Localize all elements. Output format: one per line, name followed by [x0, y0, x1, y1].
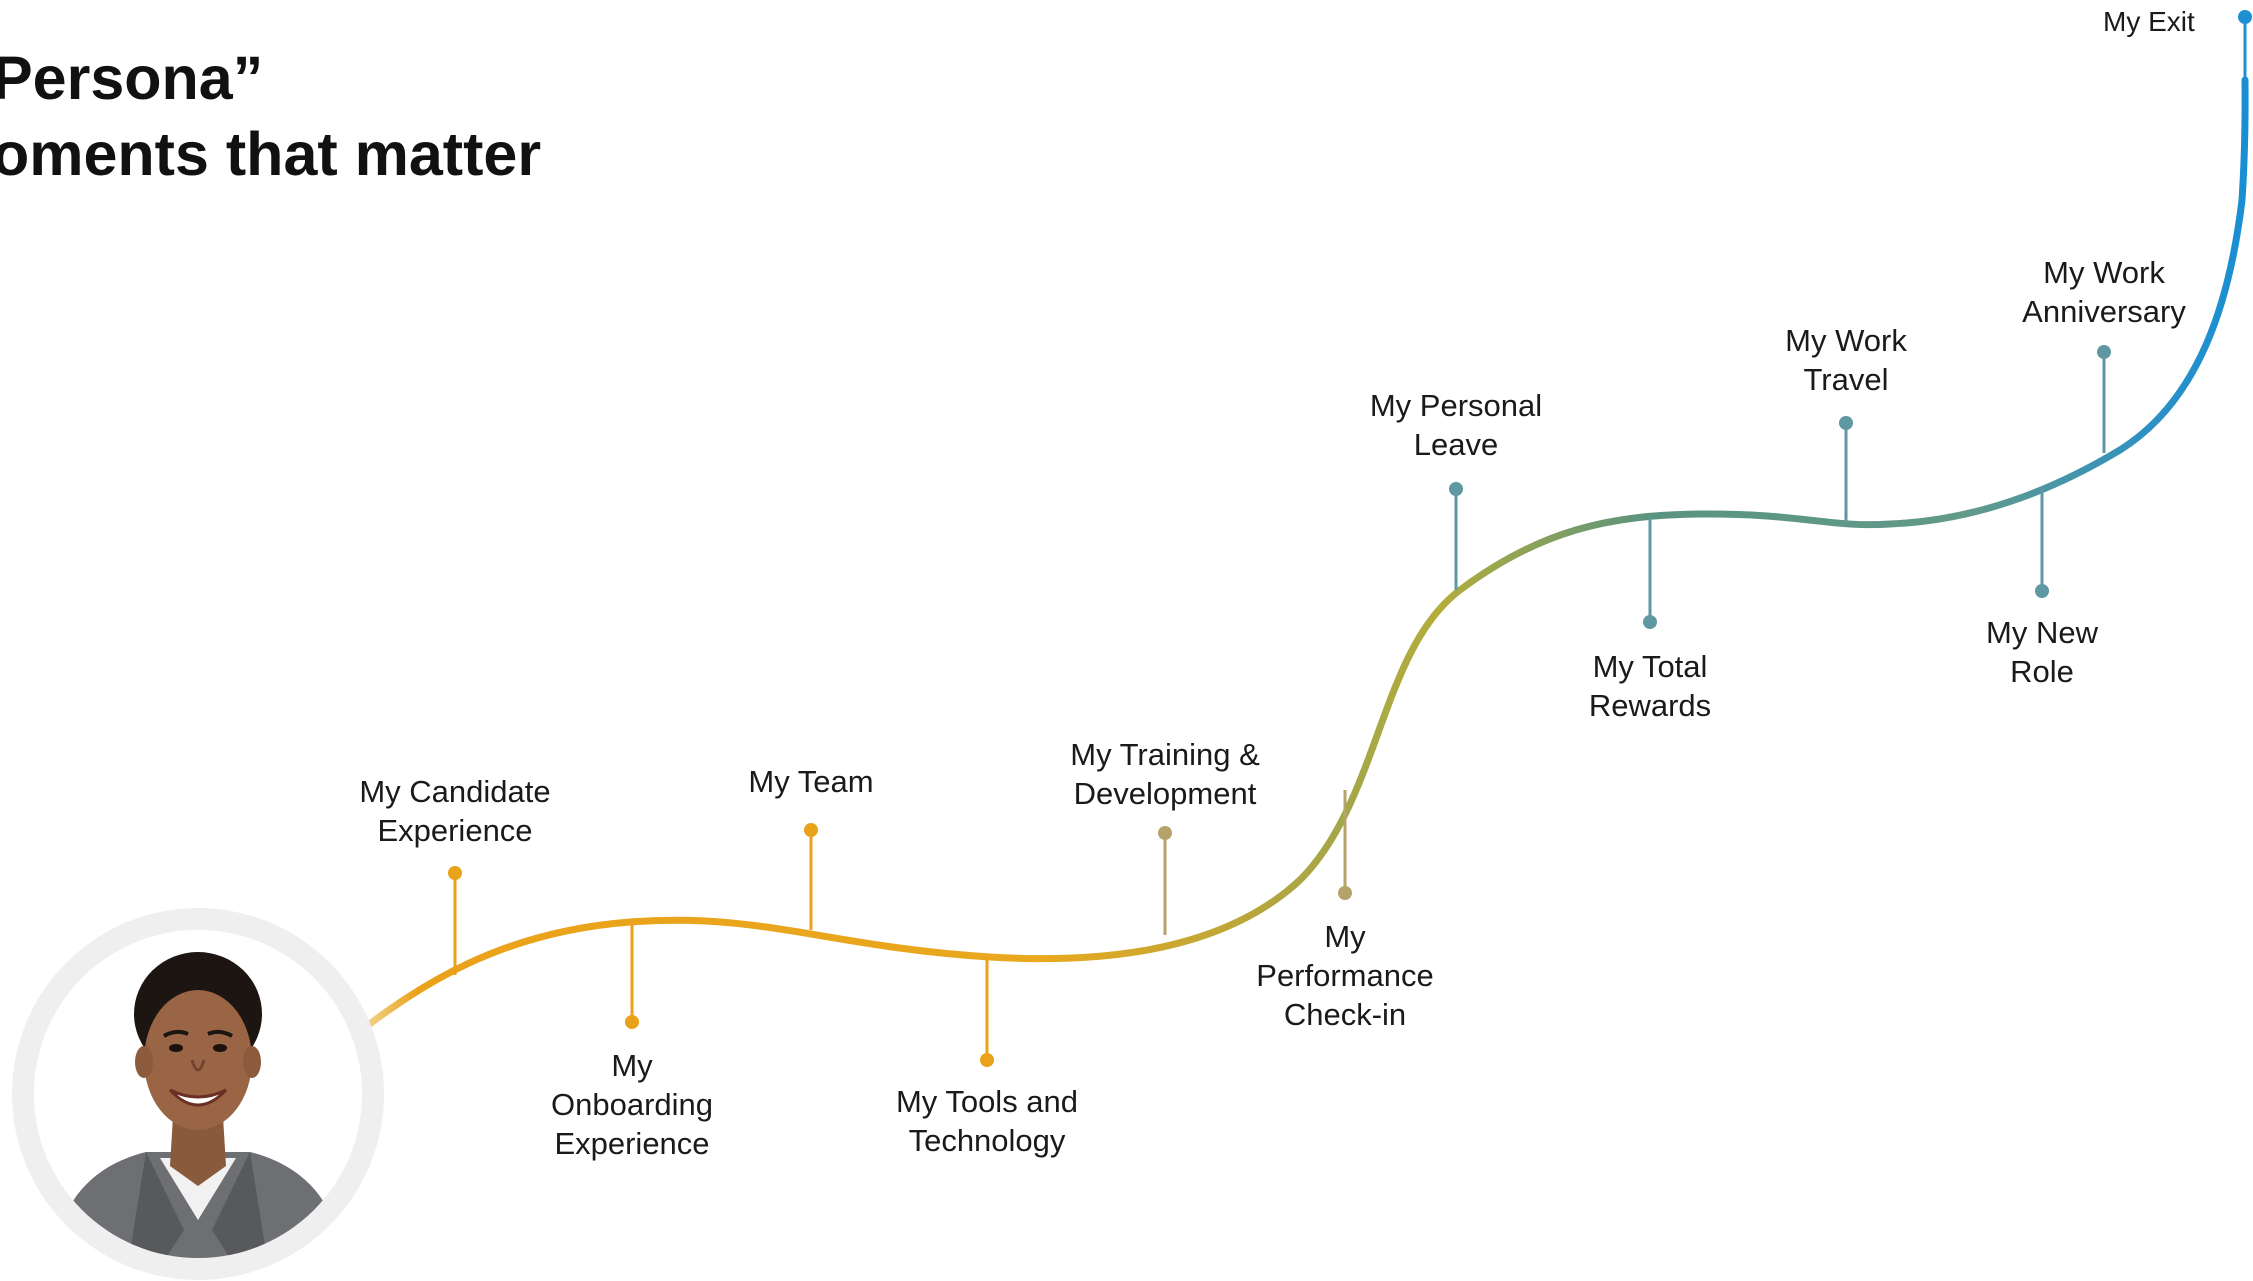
moment-label-line: My Candidate — [359, 774, 551, 809]
moment-label-line: Rewards — [1588, 688, 1712, 723]
moment-label-line: Experience — [377, 813, 533, 848]
moment-label-line: Role — [2010, 654, 2074, 689]
moment-label-line: My Work — [2043, 255, 2165, 290]
moment-label-line: My Team — [748, 764, 874, 799]
moment-team-label: My Team — [748, 762, 873, 801]
moment-total-rewards-marker — [1643, 615, 1657, 629]
person-photo-icon — [34, 930, 362, 1258]
moment-label-line: My — [1324, 919, 1366, 954]
page-title-line-2: oments that matter — [0, 120, 542, 188]
journey-path — [351, 76, 2249, 1039]
moment-candidate-marker — [448, 866, 462, 880]
moment-label-line: Onboarding — [550, 1087, 714, 1122]
moment-label-line: Performance — [1256, 958, 1434, 993]
moment-label-line: My Tools and — [895, 1084, 1079, 1119]
page-title-line-1: Persona” — [0, 44, 264, 112]
moment-label-line: My Training & — [1070, 737, 1260, 772]
moment-label-line: Experience — [554, 1126, 710, 1161]
moment-work-travel-marker — [1839, 416, 1853, 430]
moment-label-line: Development — [1073, 776, 1257, 811]
exit-marker — [2238, 10, 2252, 24]
moment-label-line: Check-in — [1283, 997, 1407, 1032]
moment-onboarding-marker — [625, 1015, 639, 1029]
moment-label-line: My Personal — [1369, 388, 1543, 423]
moment-label-line: My — [611, 1048, 653, 1083]
moment-training-label: My Training & Development — [1070, 735, 1260, 813]
moment-label-line: My Total — [1592, 649, 1708, 684]
moment-new-role-marker — [2035, 584, 2049, 598]
moment-label-line: My Work — [1785, 323, 1907, 358]
moment-personal-leave-marker — [1449, 482, 1463, 496]
moment-team-marker — [804, 823, 818, 837]
avatar — [34, 930, 362, 1258]
moment-exit-label: My Exit — [2103, 6, 2195, 37]
moment-label-line: Technology — [908, 1123, 1066, 1158]
moment-label-line: Leave — [1413, 427, 1499, 462]
moment-tools-marker — [980, 1053, 994, 1067]
moment-training-marker — [1158, 826, 1172, 840]
moment-performance-marker — [1338, 886, 1352, 900]
moment-label-line: Anniversary — [2022, 294, 2186, 329]
moment-label-line: My New — [1986, 615, 2098, 650]
moment-label-line: Travel — [1803, 362, 1889, 397]
moment-work-anniversary-marker — [2097, 345, 2111, 359]
